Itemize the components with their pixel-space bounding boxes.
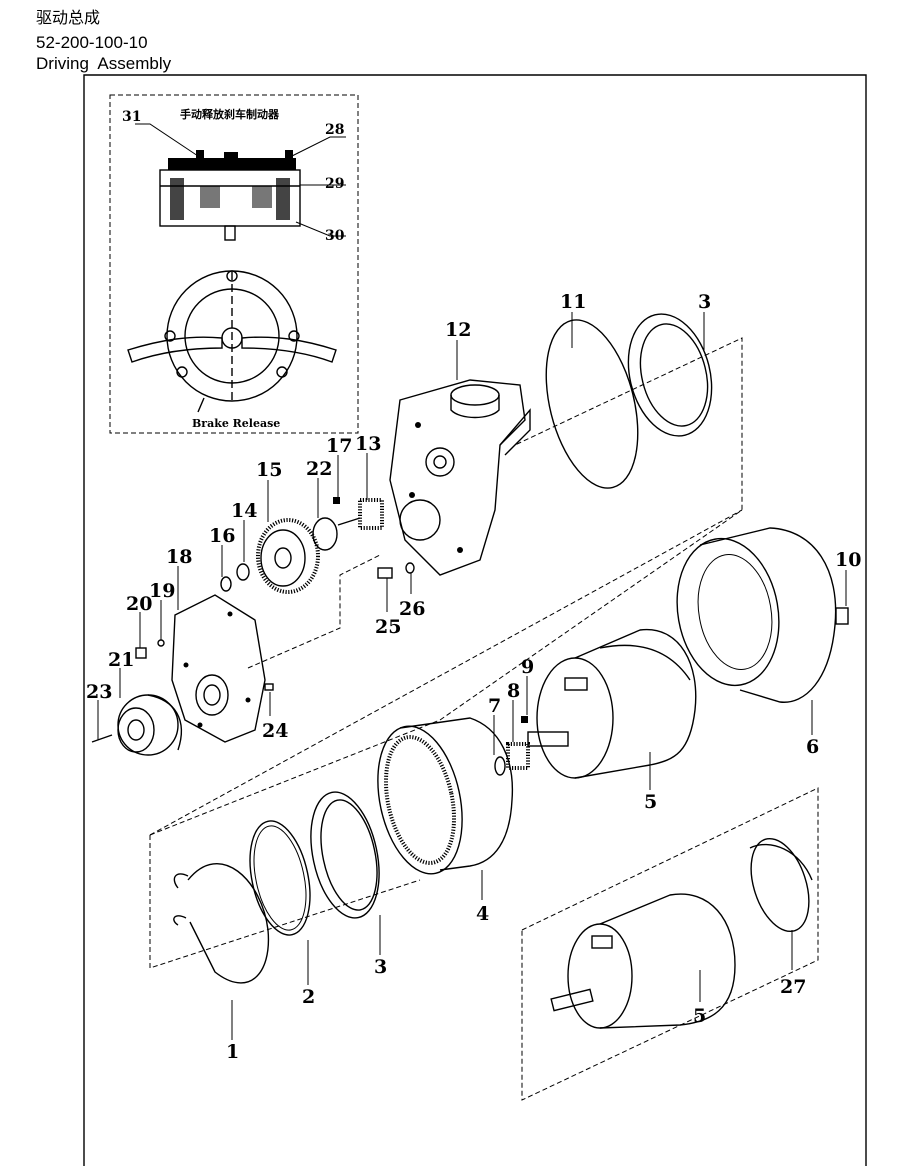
part-motor-alternate [550, 893, 736, 1029]
callout-25: 25 [375, 616, 401, 638]
callout-12: 12 [445, 319, 471, 341]
callout-29: 29 [325, 176, 344, 192]
callout-26: 26 [399, 598, 425, 620]
part-o-ring-large [545, 319, 639, 489]
callout-20: 20 [126, 593, 152, 615]
part-o-ring [249, 820, 311, 936]
part-bolt-20 [135, 647, 147, 659]
main-axis [149, 509, 743, 836]
callout-18: 18 [166, 546, 192, 568]
callout-28: 28 [325, 122, 344, 138]
callout-4: 4 [476, 903, 489, 925]
part-bolt-10 [835, 607, 849, 625]
callout-17: 17 [326, 435, 352, 457]
callout-14: 14 [231, 500, 257, 522]
callout-6: 6 [806, 736, 819, 758]
part-wheel-tyre [676, 527, 837, 703]
callout-3-lower: 3 [374, 956, 387, 978]
part-end-cover [749, 837, 813, 933]
callout-16: 16 [209, 525, 235, 547]
part-seal-lower [310, 791, 380, 919]
part-gearbox-housing [389, 379, 531, 576]
part-motor [527, 628, 697, 779]
part-ring-gear [377, 717, 514, 875]
inset-border [109, 94, 359, 434]
callout-7: 7 [488, 695, 501, 717]
callout-23: 23 [86, 681, 112, 703]
brake-shaft [224, 225, 236, 241]
callout-27: 27 [780, 976, 806, 998]
part-seal-upper [627, 313, 713, 437]
part-number: 52-200-100-10 [36, 33, 148, 52]
callout-13: 13 [355, 433, 381, 455]
callout-9: 9 [521, 656, 534, 678]
title-chinese: 驱动总成 [36, 10, 101, 27]
assembly-boundary-upper [149, 337, 743, 836]
part-screw-23 [91, 734, 113, 743]
part-key-17 [333, 497, 340, 504]
callout-labels: 1 2 3 4 5 6 7 8 9 10 11 3 12 13 14 15 16… [86, 109, 861, 1063]
alternate-motor-frame [521, 787, 819, 1101]
part-retaining-ring [173, 863, 270, 984]
inset-caption: Brake Release [192, 417, 280, 430]
callout-31: 31 [122, 109, 141, 125]
title-english: Driving Assembly [36, 54, 172, 73]
callout-11: 11 [560, 291, 586, 313]
part-washer-26 [405, 562, 415, 574]
callout-19: 19 [149, 580, 175, 602]
part-key [521, 716, 528, 723]
inset-title: 手动释放刹车制动器 [180, 107, 280, 121]
callout-3-upper: 3 [698, 291, 711, 313]
callout-15: 15 [256, 459, 282, 481]
part-spur-gear [256, 518, 320, 594]
part-pin-24 [264, 683, 274, 691]
brake-release-inset: 手动释放刹车制动器 Brake Release [109, 94, 359, 434]
brake-plate [168, 158, 296, 170]
callout-leaders [97, 312, 847, 1040]
drawing-frame [83, 74, 867, 1166]
callout-5-alternate: 5 [693, 1005, 706, 1027]
release-handle-left [127, 336, 223, 363]
part-circlip-16 [220, 576, 232, 592]
callout-22: 22 [306, 458, 332, 480]
callout-2: 2 [302, 986, 315, 1008]
part-screw-25 [377, 567, 393, 579]
axis-line-pinion [247, 554, 381, 669]
callout-30: 30 [325, 228, 345, 244]
callout-21: 21 [108, 649, 134, 671]
part-washer-14 [236, 563, 250, 581]
callout-1: 1 [226, 1041, 239, 1063]
callout-8: 8 [507, 680, 520, 702]
release-handle-right [241, 336, 337, 363]
callout-10: 10 [835, 549, 861, 571]
part-pinion-gear [506, 742, 530, 770]
callout-5: 5 [644, 791, 657, 813]
assembly-boundary-left [149, 835, 421, 969]
part-washer-19 [157, 639, 165, 647]
part-cover-plate [171, 594, 266, 743]
part-washer [494, 756, 506, 776]
part-brake-21 [117, 694, 183, 756]
callout-24: 24 [262, 720, 288, 742]
part-gear-shaft [337, 498, 384, 530]
